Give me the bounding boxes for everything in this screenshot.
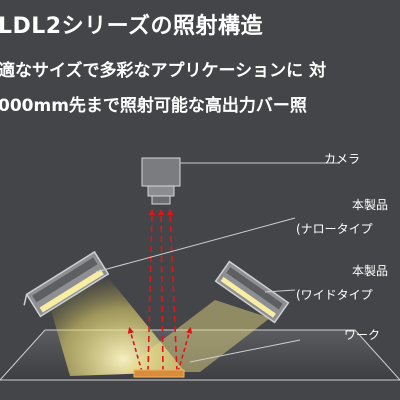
camera-label: カメラ: [324, 152, 361, 166]
work-label: ワーク: [344, 328, 381, 342]
wide-light-beam: [120, 300, 270, 372]
narrow-product-label: 本製品: [352, 198, 389, 212]
subtitle-line-2: 000mm先まで照射可能な高出力バー照: [0, 96, 307, 116]
narrow-type-light-unit: [23, 250, 110, 318]
camera-icon: [141, 157, 181, 205]
leader-lines: [95, 162, 340, 363]
narrow-type-label: (ナロータイプ: [296, 222, 373, 236]
work-piece: [133, 369, 185, 378]
wide-product-label: 本製品: [352, 264, 389, 278]
subtitle-line-1: 適なサイズで多彩なアプリケーションに 対: [0, 61, 327, 81]
diagram-title: LDL2シリーズの照射構造: [0, 14, 264, 39]
wide-type-label: (ワイドタイプ: [296, 288, 373, 302]
wide-type-light-unit: [214, 260, 290, 324]
narrow-light-beam: [48, 265, 185, 376]
reflected-rays: [127, 208, 193, 373]
